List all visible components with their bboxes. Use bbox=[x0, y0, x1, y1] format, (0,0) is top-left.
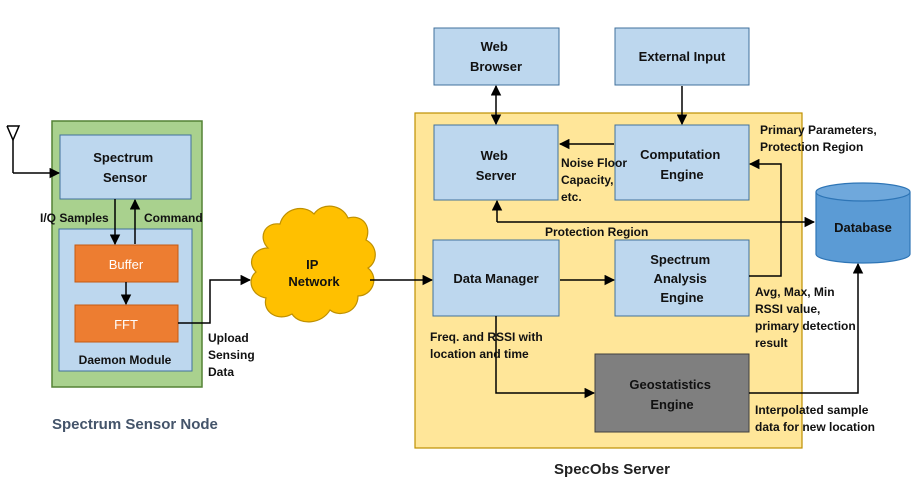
spectrum-sensor-label: Spectrum Sensor bbox=[93, 150, 157, 185]
data-manager-label: Data Manager bbox=[453, 271, 538, 286]
database-label: Database bbox=[834, 220, 892, 235]
ip-network-cloud bbox=[250, 205, 376, 323]
command-label: Command bbox=[144, 211, 203, 225]
external-input-box bbox=[614, 27, 750, 86]
analysis-to-computation-line bbox=[748, 158, 782, 277]
computation-engine-label: Computation Engine bbox=[640, 147, 724, 182]
geostatistics-to-database-arrow bbox=[749, 262, 864, 394]
database-cylinder bbox=[815, 182, 911, 264]
web-server-label: Web Server bbox=[476, 148, 516, 183]
daemon-module-label: Daemon Module bbox=[79, 353, 172, 367]
primary-parameters-label: Primary Parameters, Protection Region bbox=[760, 123, 880, 154]
data-manager-box bbox=[432, 239, 560, 317]
spectrum-analysis-engine-box bbox=[614, 239, 750, 317]
upload-sensing-data-label: Upload Sensing Data bbox=[208, 331, 258, 379]
geostatistics-engine-label: Geostatistics Engine bbox=[629, 377, 714, 412]
data-manager-to-geostatistics-arrow bbox=[495, 316, 596, 399]
web-browser-box bbox=[433, 27, 560, 86]
server-caption: SpecObs Server bbox=[554, 461, 670, 478]
spectrum-analysis-engine-label: Spectrum Analysis Engine bbox=[650, 252, 714, 305]
web-server-box bbox=[433, 124, 559, 201]
ip-network-label: IP Network bbox=[288, 257, 340, 289]
noise-floor-label: Noise Floor Capacity, etc. bbox=[561, 156, 630, 204]
upload-arrow bbox=[178, 274, 252, 324]
fft-label: FFT bbox=[114, 317, 138, 332]
freq-rssi-label: Freq. and RSSI with location and time bbox=[430, 330, 546, 361]
buffer-box bbox=[74, 244, 179, 283]
external-input-label: External Input bbox=[639, 49, 726, 64]
iq-samples-label: I/Q Samples bbox=[40, 211, 109, 225]
antenna-icon bbox=[6, 125, 61, 179]
buffer-label: Buffer bbox=[109, 257, 144, 272]
web-browser-label: Web Browser bbox=[470, 39, 522, 74]
protection-region-label: Protection Region bbox=[545, 225, 648, 239]
interpolated-label: Interpolated sample data for new locatio… bbox=[755, 403, 875, 434]
avg-max-min-label: Avg, Max, Min RSSI value, primary detect… bbox=[755, 285, 859, 350]
computation-engine-box bbox=[614, 124, 750, 201]
fft-box bbox=[74, 304, 179, 343]
sensor-node-caption: Spectrum Sensor Node bbox=[52, 416, 218, 433]
spectrum-sensor-box bbox=[59, 134, 192, 200]
geostatistics-engine-box bbox=[594, 353, 750, 433]
